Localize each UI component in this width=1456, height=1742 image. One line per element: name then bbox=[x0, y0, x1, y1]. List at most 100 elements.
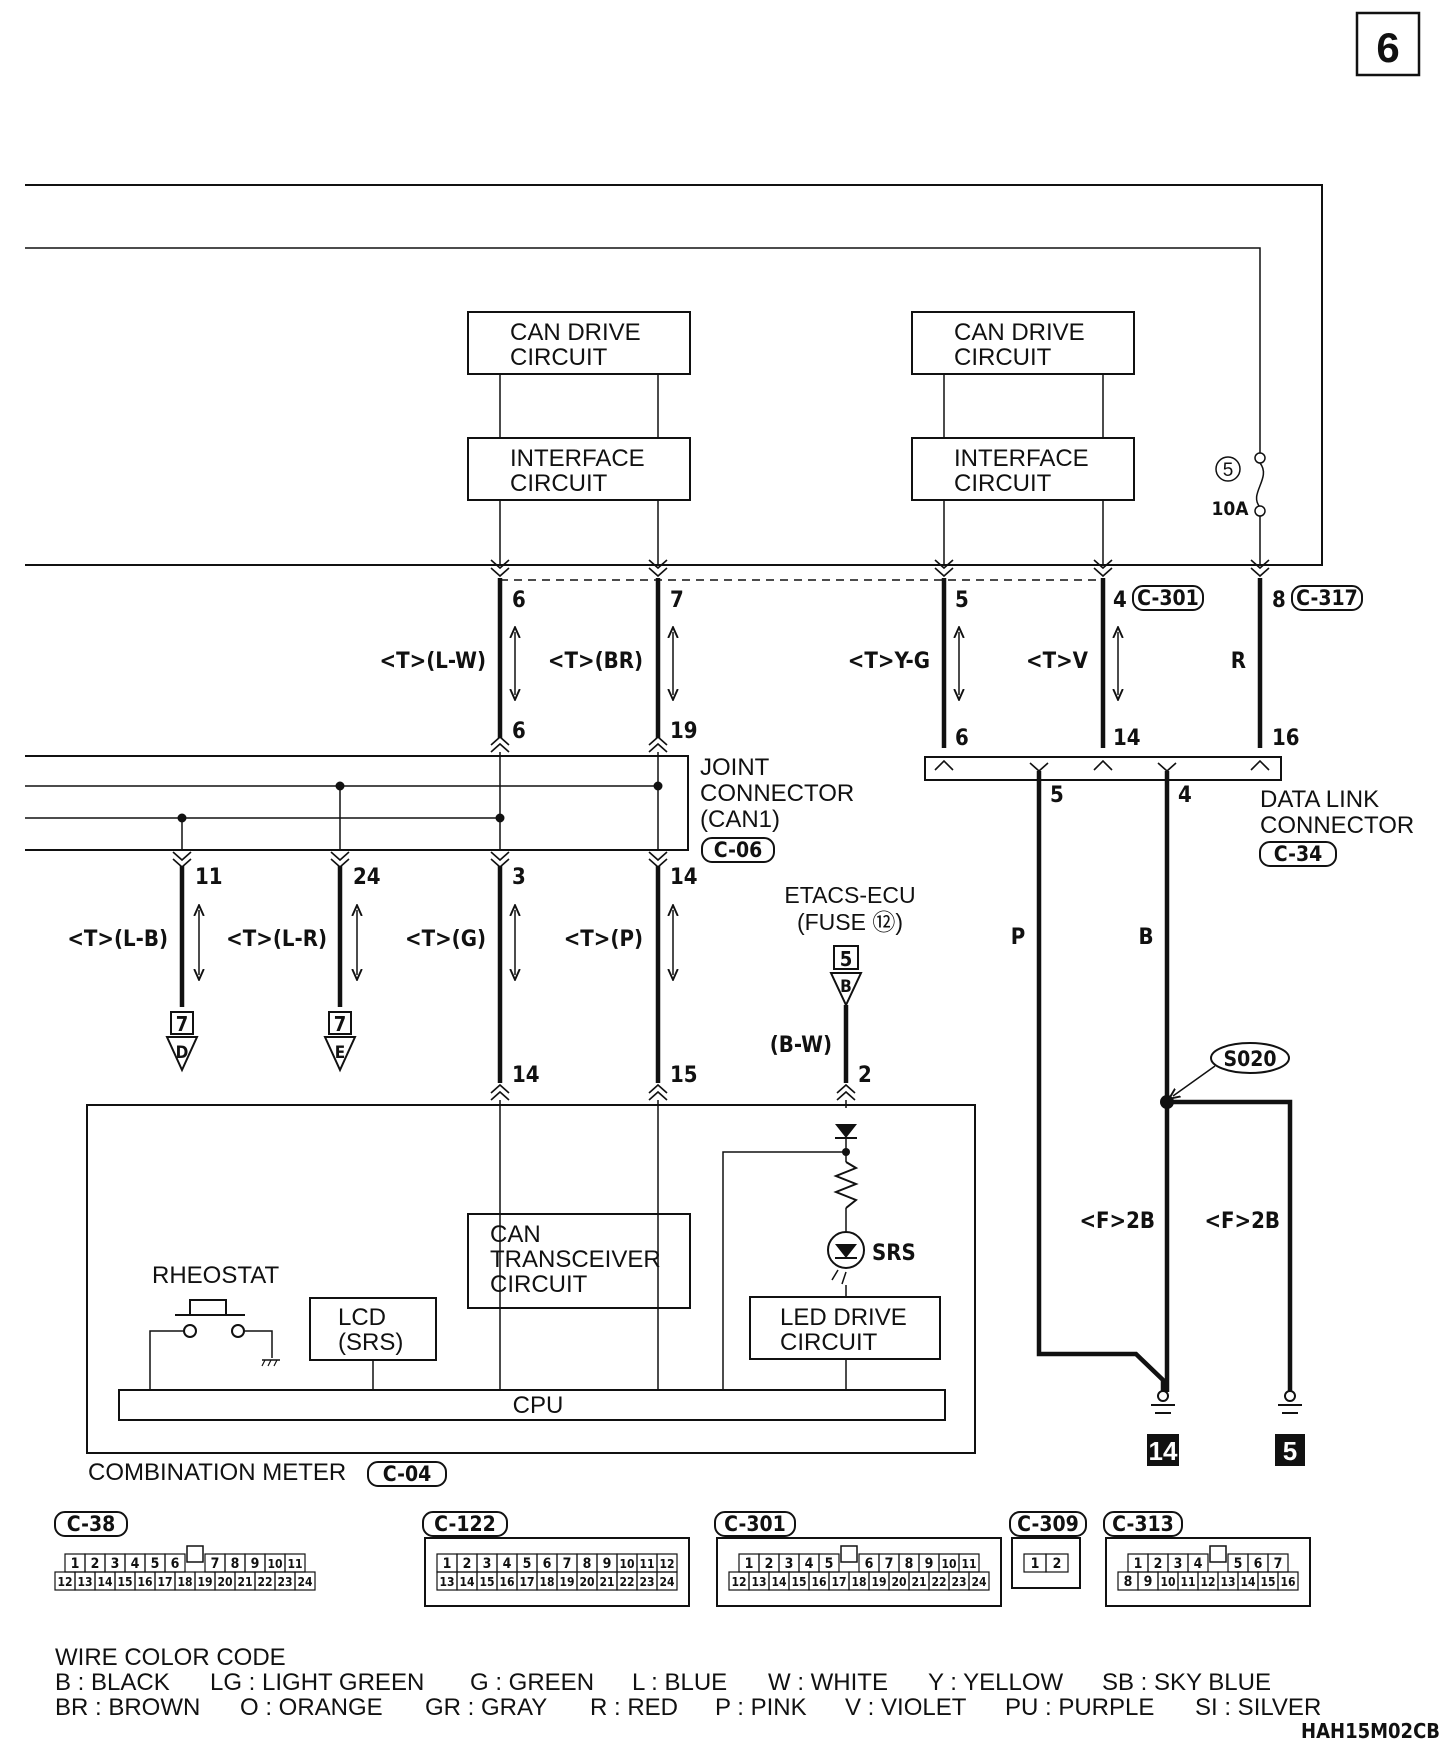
top-connector-pins bbox=[490, 559, 1270, 578]
page-number-box: 6 bbox=[1355, 11, 1421, 77]
cavity-number: 20 bbox=[891, 1575, 906, 1589]
color-code-entry: W : WHITE bbox=[768, 1669, 888, 1696]
svg-text:<T>(L-W): <T>(L-W) bbox=[380, 649, 486, 674]
can-transceiver-circuit: CAN TRANSCEIVER CIRCUIT bbox=[467, 1213, 691, 1309]
can-drive-circuit-2: CAN DRIVE CIRCUIT bbox=[911, 311, 1135, 375]
cavity-number: 11 bbox=[639, 1557, 654, 1571]
data-link-connector: DATA LINK CONNECTOR C-34 5 4 bbox=[924, 756, 1414, 867]
color-code-entry: O : ORANGE bbox=[240, 1694, 383, 1721]
cavity-number: 9 bbox=[251, 1556, 260, 1572]
cavity-number: 8 bbox=[1124, 1574, 1133, 1590]
svg-text:6: 6 bbox=[955, 726, 969, 751]
svg-text:7: 7 bbox=[176, 1012, 189, 1036]
cavity-number: 7 bbox=[211, 1556, 220, 1572]
cavity-number: 23 bbox=[277, 1575, 292, 1589]
color-code-entry: R : RED bbox=[590, 1694, 678, 1721]
cavity-number: 1 bbox=[71, 1556, 80, 1572]
cavity-number: 12 bbox=[659, 1557, 674, 1571]
cavity-number: 18 bbox=[177, 1575, 192, 1589]
cavity-number: 9 bbox=[603, 1556, 612, 1572]
cavity-number: 7 bbox=[885, 1556, 894, 1572]
color-code-entry: L : BLUE bbox=[632, 1669, 727, 1696]
ground-14: 14 bbox=[1147, 1390, 1179, 1466]
cavity-number: 8 bbox=[583, 1556, 592, 1572]
upper-wires bbox=[497, 578, 1263, 748]
svg-text:<T>(G): <T>(G) bbox=[405, 927, 486, 952]
srs-led: SRS bbox=[827, 1231, 916, 1285]
meter-pins: 14 15 2 bbox=[512, 1063, 872, 1088]
svg-text:INTERFACE: INTERFACE bbox=[510, 445, 645, 472]
svg-text:LCD: LCD bbox=[338, 1304, 386, 1331]
cavity-number: 16 bbox=[1280, 1575, 1295, 1589]
ground-wire-labels: P B <F>2B <F>2B bbox=[1011, 925, 1280, 1234]
cavity-number: 7 bbox=[1274, 1556, 1283, 1572]
svg-text:INTERFACE: INTERFACE bbox=[954, 445, 1089, 472]
can-drive-circuit-1: CAN DRIVE CIRCUIT bbox=[467, 311, 691, 375]
cavity-number: 12 bbox=[57, 1575, 72, 1589]
color-code-entry: V : VIOLET bbox=[845, 1694, 967, 1721]
combination-meter: COMBINATION METER C-04 bbox=[86, 1104, 976, 1487]
color-code-entry: SI : SILVER bbox=[1195, 1694, 1321, 1721]
connector-view-id: C-122 bbox=[434, 1512, 496, 1536]
svg-text:CAN: CAN bbox=[490, 1221, 541, 1248]
svg-text:CIRCUIT: CIRCUIT bbox=[954, 344, 1052, 371]
cavity-number: 3 bbox=[785, 1556, 794, 1572]
cavity-number: 17 bbox=[519, 1575, 534, 1589]
cavity-number: 1 bbox=[1134, 1556, 1143, 1572]
cavity-number: 22 bbox=[931, 1575, 946, 1589]
svg-text:DATA LINK: DATA LINK bbox=[1260, 786, 1379, 813]
page-number: 6 bbox=[1376, 24, 1399, 71]
cavity-number: 22 bbox=[257, 1575, 272, 1589]
svg-text:CIRCUIT: CIRCUIT bbox=[510, 470, 608, 497]
cavity-number: 5 bbox=[151, 1556, 160, 1572]
svg-text:JOINT: JOINT bbox=[700, 754, 770, 781]
connector-c301-tag: C-301 bbox=[1132, 585, 1204, 611]
svg-text:14: 14 bbox=[670, 865, 698, 890]
cavity-number: 20 bbox=[217, 1575, 232, 1589]
cavity-number: 20 bbox=[579, 1575, 594, 1589]
connector-view-id: C-313 bbox=[1112, 1512, 1174, 1536]
cavity-number: 5 bbox=[825, 1556, 834, 1572]
ground-wires bbox=[1036, 771, 1293, 1392]
svg-text:CIRCUIT: CIRCUIT bbox=[510, 344, 608, 371]
cavity-number: 24 bbox=[659, 1575, 675, 1589]
cavity-number: 15 bbox=[117, 1575, 132, 1589]
svg-text:<F>2B: <F>2B bbox=[1079, 1209, 1155, 1234]
cavity-number: 6 bbox=[865, 1556, 874, 1572]
svg-text:R: R bbox=[1231, 649, 1246, 674]
svg-text:WIRE COLOR CODE: WIRE COLOR CODE bbox=[55, 1644, 286, 1671]
cavity-number: 2 bbox=[91, 1556, 100, 1572]
cavity-number: 6 bbox=[1254, 1556, 1263, 1572]
cavity-number: 13 bbox=[77, 1575, 92, 1589]
cavity-number: 12 bbox=[1200, 1575, 1215, 1589]
color-code-entry: Y : YELLOW bbox=[928, 1669, 1064, 1696]
cavity-number: 6 bbox=[171, 1556, 180, 1572]
svg-text:6: 6 bbox=[512, 588, 526, 613]
svg-text:LED DRIVE: LED DRIVE bbox=[780, 1304, 907, 1331]
svg-text:14: 14 bbox=[1113, 726, 1141, 751]
joint-connector-label: JOINT CONNECTOR (CAN1) C-06 bbox=[700, 754, 854, 863]
lower-can-wires bbox=[179, 866, 661, 1083]
ref-to-page-7-d: 7 D bbox=[165, 1011, 199, 1073]
cavity-number: 5 bbox=[523, 1556, 532, 1572]
cavity-number: 23 bbox=[951, 1575, 966, 1589]
svg-text:(B-W): (B-W) bbox=[770, 1033, 832, 1058]
lower-wire-labels: <T>(L-B) <T>(L-R) <T>(G) <T>(P) bbox=[67, 927, 643, 952]
block-links bbox=[499, 374, 1104, 565]
connector-view-id: C-38 bbox=[67, 1512, 115, 1536]
svg-text:4: 4 bbox=[1113, 588, 1127, 613]
color-code-entry: PU : PURPLE bbox=[1005, 1694, 1154, 1721]
cavity-number: 22 bbox=[619, 1575, 634, 1589]
cavity-number: 16 bbox=[137, 1575, 152, 1589]
svg-text:CIRCUIT: CIRCUIT bbox=[490, 1271, 588, 1298]
cavity-number: 13 bbox=[1220, 1575, 1235, 1589]
top-bus-lines bbox=[25, 184, 1323, 566]
cavity-number: 1 bbox=[745, 1556, 754, 1572]
cavity-number: 19 bbox=[559, 1575, 574, 1589]
